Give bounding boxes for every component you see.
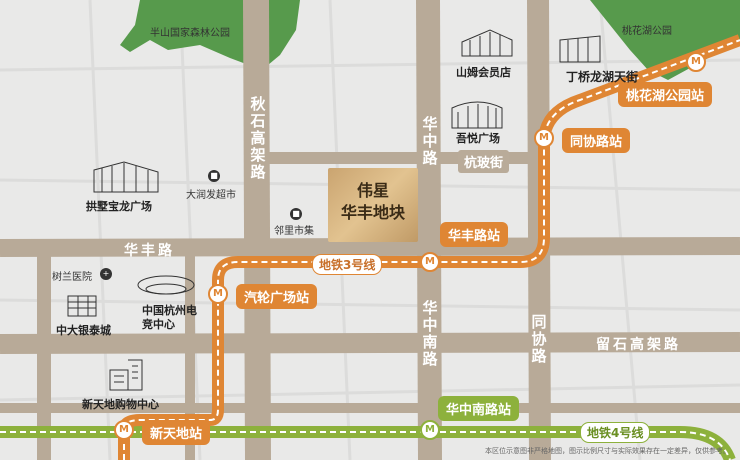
station-qilun: 汽轮广场站 [236, 284, 318, 309]
poi-shanmu: 山姆会员店 [456, 66, 511, 79]
metro-icon-xintiandi: M [114, 420, 134, 440]
road-label-hangpo: 杭玻街 [458, 150, 510, 173]
metro-icon-tongxie: M [534, 128, 554, 148]
station-xintiandi: 新天地站 [142, 420, 211, 445]
building-dingqiao [559, 35, 601, 63]
line-4-label: 地铁4号线 [580, 422, 651, 443]
cart-icon: ■ [208, 170, 220, 182]
road-qiushi [243, 0, 271, 460]
poi-esports: 中国杭州电竞中心 [142, 304, 197, 331]
poi-dingqiao-mall: 丁桥龙湖天街 [566, 70, 639, 84]
line-3-label: 地铁3号线 [312, 254, 383, 275]
station-huazhongnan: 华中南路站 [438, 396, 520, 421]
road-liushi [0, 332, 740, 354]
park-north-label: 半山国家森林公园 [150, 28, 230, 39]
poi-linli: 邻里市集 [274, 226, 314, 237]
park-northeast-label: 桃花湖公园 [622, 26, 672, 37]
road-label-huafeng: 华丰路 [124, 243, 175, 259]
road-label-huazhong-north: 华中路 [422, 115, 438, 167]
metro-icon-qilun: M [208, 284, 228, 304]
building-yintai [67, 295, 97, 317]
station-tongxie: 同协路站 [562, 128, 631, 153]
building-wuyue [451, 101, 503, 129]
poi-shulan: 树兰医院 [52, 272, 92, 283]
metro-icon-dingqiao: M [686, 52, 706, 72]
station-huafeng: 华丰路站 [440, 222, 509, 247]
road-label-liushi: 留石高架路 [596, 337, 681, 353]
poi-darunfa: 大润发超市 [186, 190, 236, 201]
poi-yintai: 中大银泰城 [56, 324, 111, 337]
station-dingqiao: 桃花湖公园站 [618, 82, 713, 107]
project-name-line1: 伟星 [356, 181, 389, 200]
road-label-tongxie: 同协路 [531, 313, 547, 365]
metro-icon-huafeng: M [420, 252, 440, 272]
building-shanmu [461, 29, 513, 57]
building-esports [137, 275, 195, 295]
poi-wuyue: 吾悦广场 [456, 132, 500, 145]
project-name-line2: 华丰地块 [340, 203, 405, 222]
building-xintiandi [109, 359, 143, 391]
metro-icon-huazhongnan: M [420, 420, 440, 440]
hospital-icon: + [100, 268, 112, 280]
road-huafeng [0, 237, 740, 257]
road-label-huazhong-south: 华中南路 [422, 299, 438, 368]
poi-gongshu: 拱墅宝龙广场 [86, 200, 152, 213]
disclaimer: 本区位示意图非严格地图，图示比例尺寸与实际效果存在一定差异，仅供参考。 [485, 447, 730, 455]
road-huazhong [416, 0, 442, 460]
road-label-qiushi: 秋石高架路 [250, 95, 266, 181]
poi-xintiandi-mall: 新天地购物中心 [82, 398, 159, 411]
building-gongshu [93, 161, 159, 193]
cart-icon: ■ [290, 208, 302, 220]
project-site: 伟星 华丰地块 [328, 168, 418, 242]
